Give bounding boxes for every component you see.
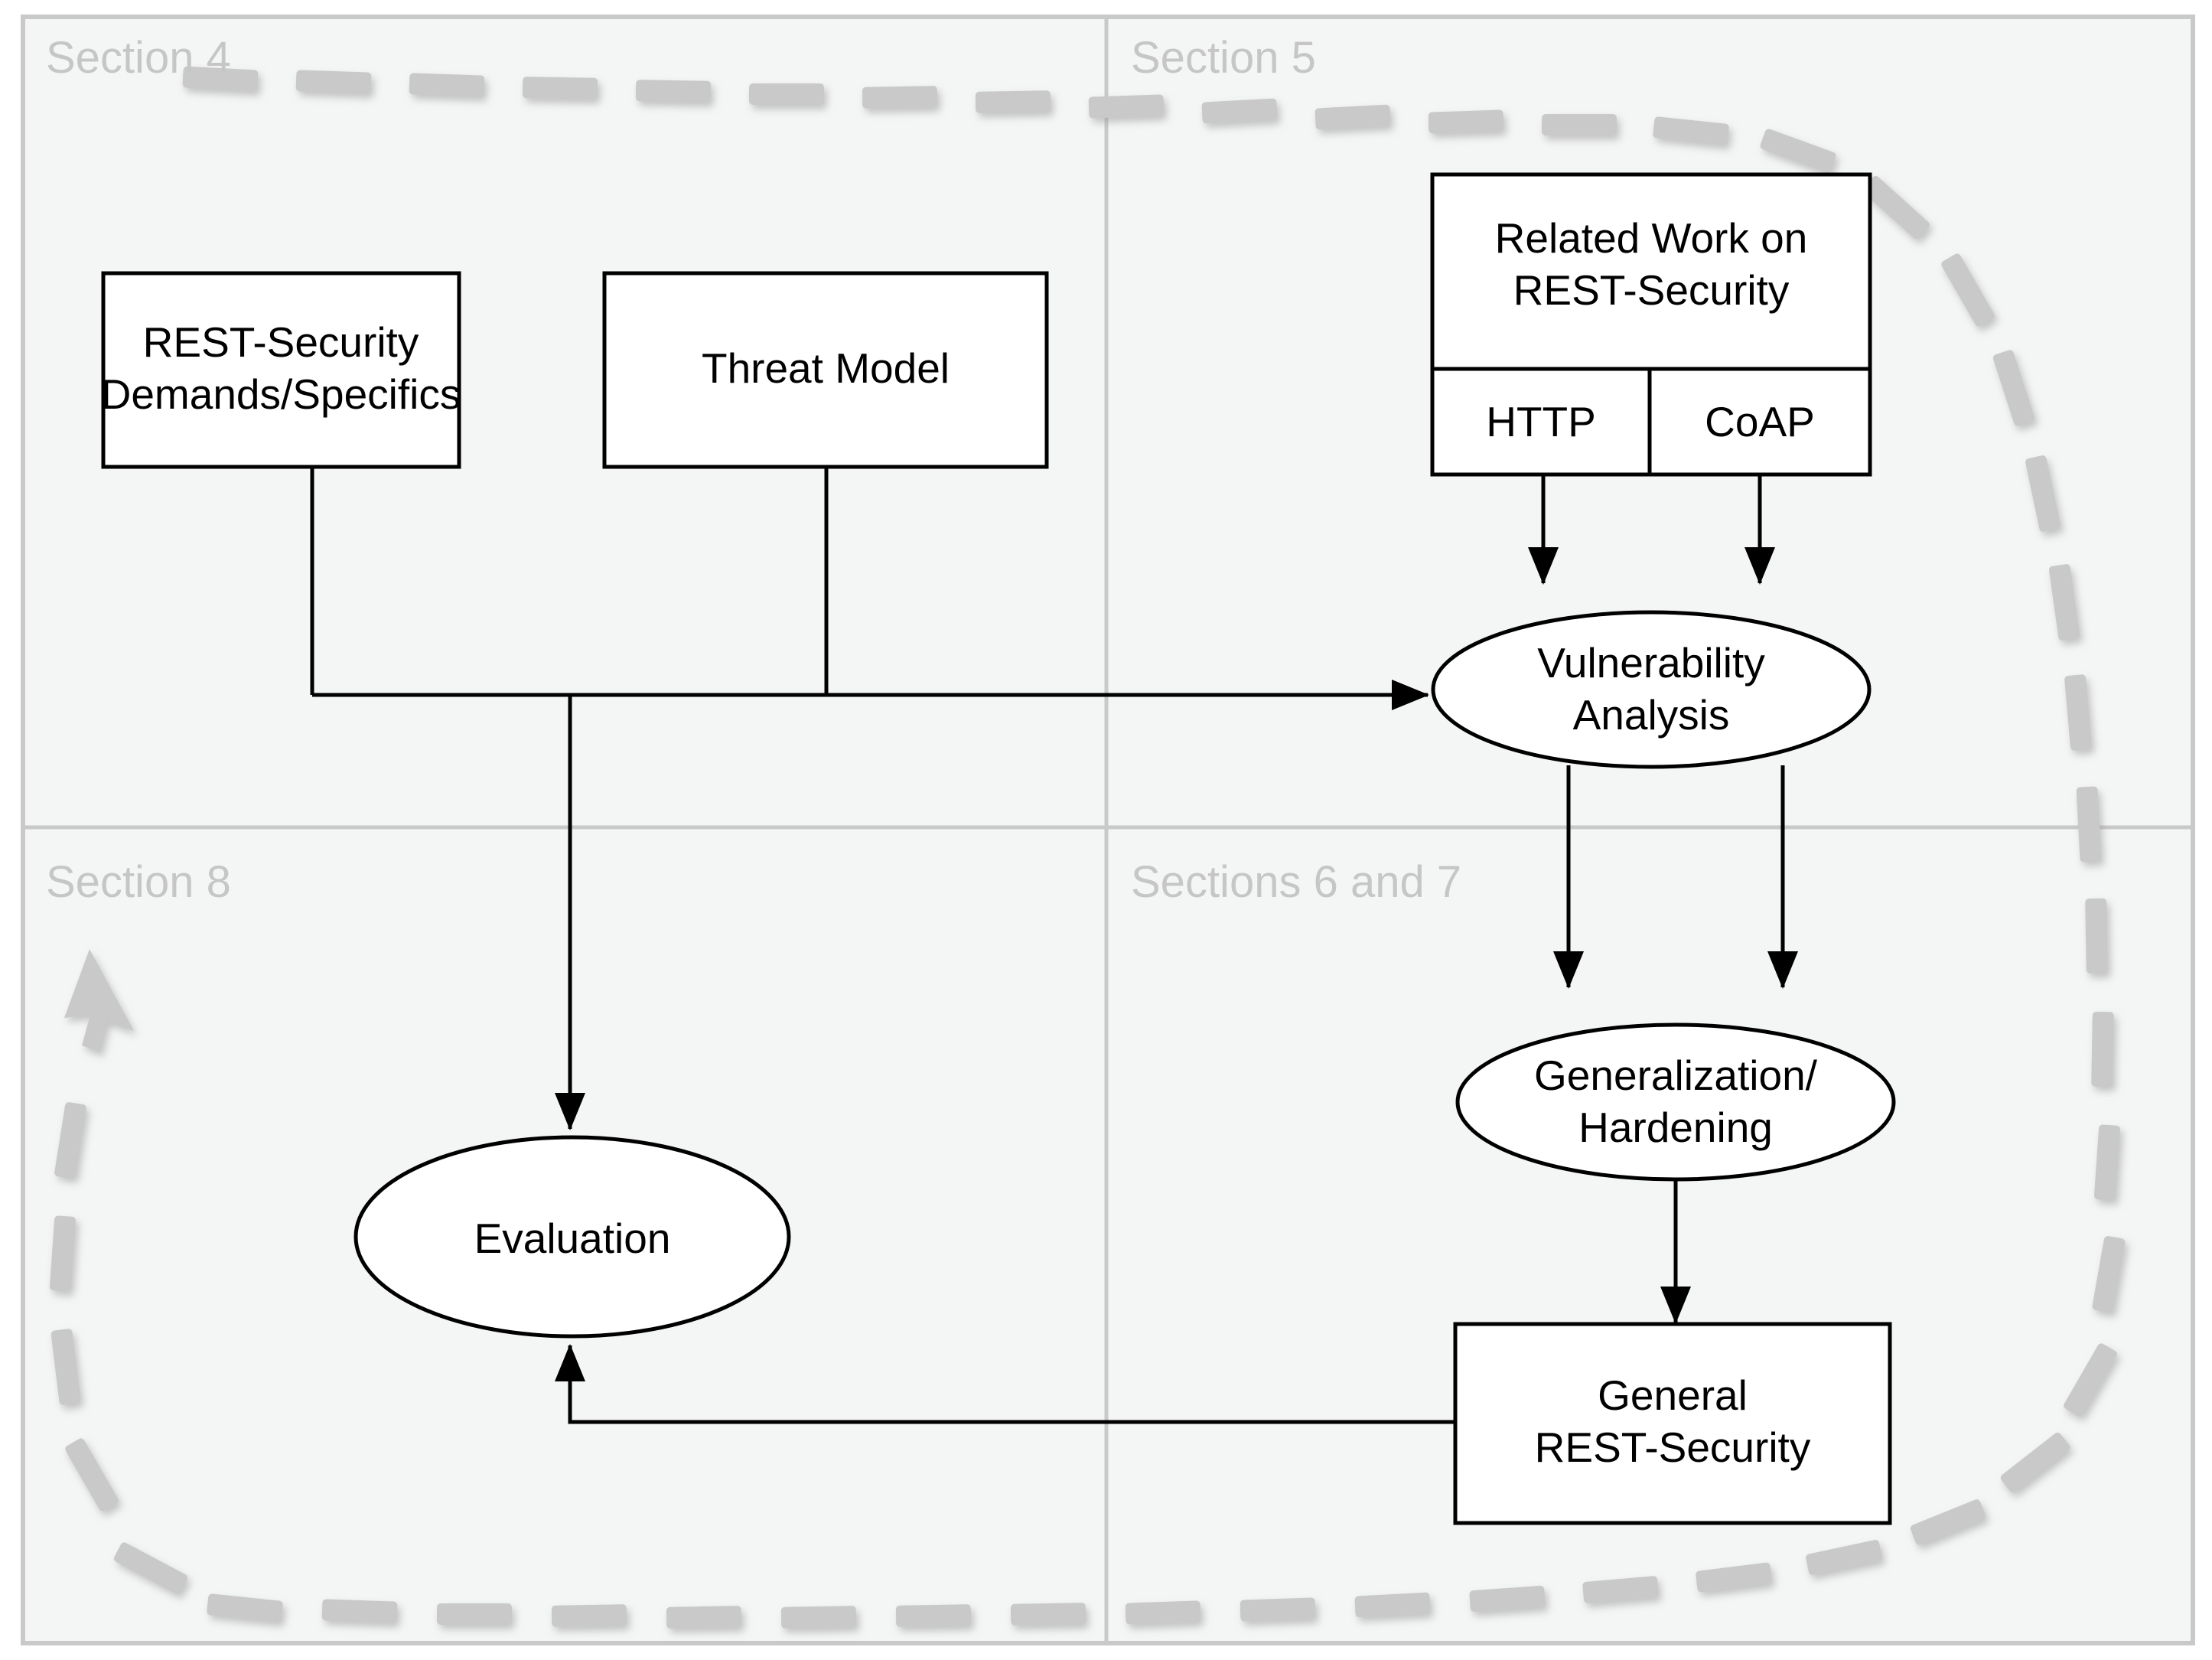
node-generalization-hardening-line2: Hardening <box>1578 1104 1773 1151</box>
node-general-rest-security[interactable]: General REST-Security <box>1453 1322 1892 1525</box>
node-threat-model[interactable]: Threat Model <box>602 271 1049 469</box>
dashed-loop-arrowhead <box>64 949 134 1052</box>
node-generalization-hardening-line1: Generalization/ <box>1534 1052 1818 1099</box>
node-related-work-http[interactable]: HTTP <box>1486 398 1596 445</box>
node-evaluation[interactable]: Evaluation <box>353 1135 791 1339</box>
node-vulnerability-analysis[interactable]: Vulnerability Analysis <box>1431 610 1872 769</box>
quadrant-label-section-5: Section 5 <box>1131 33 1316 83</box>
node-evaluation-label: Evaluation <box>474 1215 671 1262</box>
node-related-work-line2: REST-Security <box>1513 266 1790 314</box>
quadrant-dividers <box>23 17 2193 1643</box>
node-general-rest-security-line1: General <box>1598 1371 1748 1419</box>
quadrant-label-sections-6-and-7: Sections 6 and 7 <box>1131 857 1461 907</box>
edge-general-to-evaluation <box>555 1343 1454 1424</box>
dashed-feedback-loop <box>49 66 2126 1629</box>
node-rest-security-demands-line2: Demands/Specifics <box>101 370 461 418</box>
node-rest-security-demands-line1: REST-Security <box>143 318 419 366</box>
node-related-work[interactable]: Related Work on REST-Security HTTP CoAP <box>1430 172 1872 477</box>
edges <box>310 467 1798 1424</box>
quadrant-labels: Section 4 Section 5 Section 8 Sections 6… <box>46 33 1461 907</box>
node-general-rest-security-line2: REST-Security <box>1535 1424 1811 1471</box>
quadrant-label-section-4: Section 4 <box>46 33 231 83</box>
quadrant-label-section-8: Section 8 <box>46 857 231 907</box>
node-related-work-coap[interactable]: CoAP <box>1705 398 1815 445</box>
node-rest-security-demands[interactable]: REST-Security Demands/Specifics <box>101 271 461 469</box>
node-vulnerability-analysis-line1: Vulnerability <box>1537 639 1765 687</box>
node-threat-model-label: Threat Model <box>702 344 950 392</box>
node-related-work-line1: Related Work on <box>1495 214 1808 262</box>
node-generalization-hardening[interactable]: Generalization/ Hardening <box>1455 1022 1896 1182</box>
dashed-loop-segments <box>49 66 2126 1629</box>
node-vulnerability-analysis-line2: Analysis <box>1573 691 1730 739</box>
